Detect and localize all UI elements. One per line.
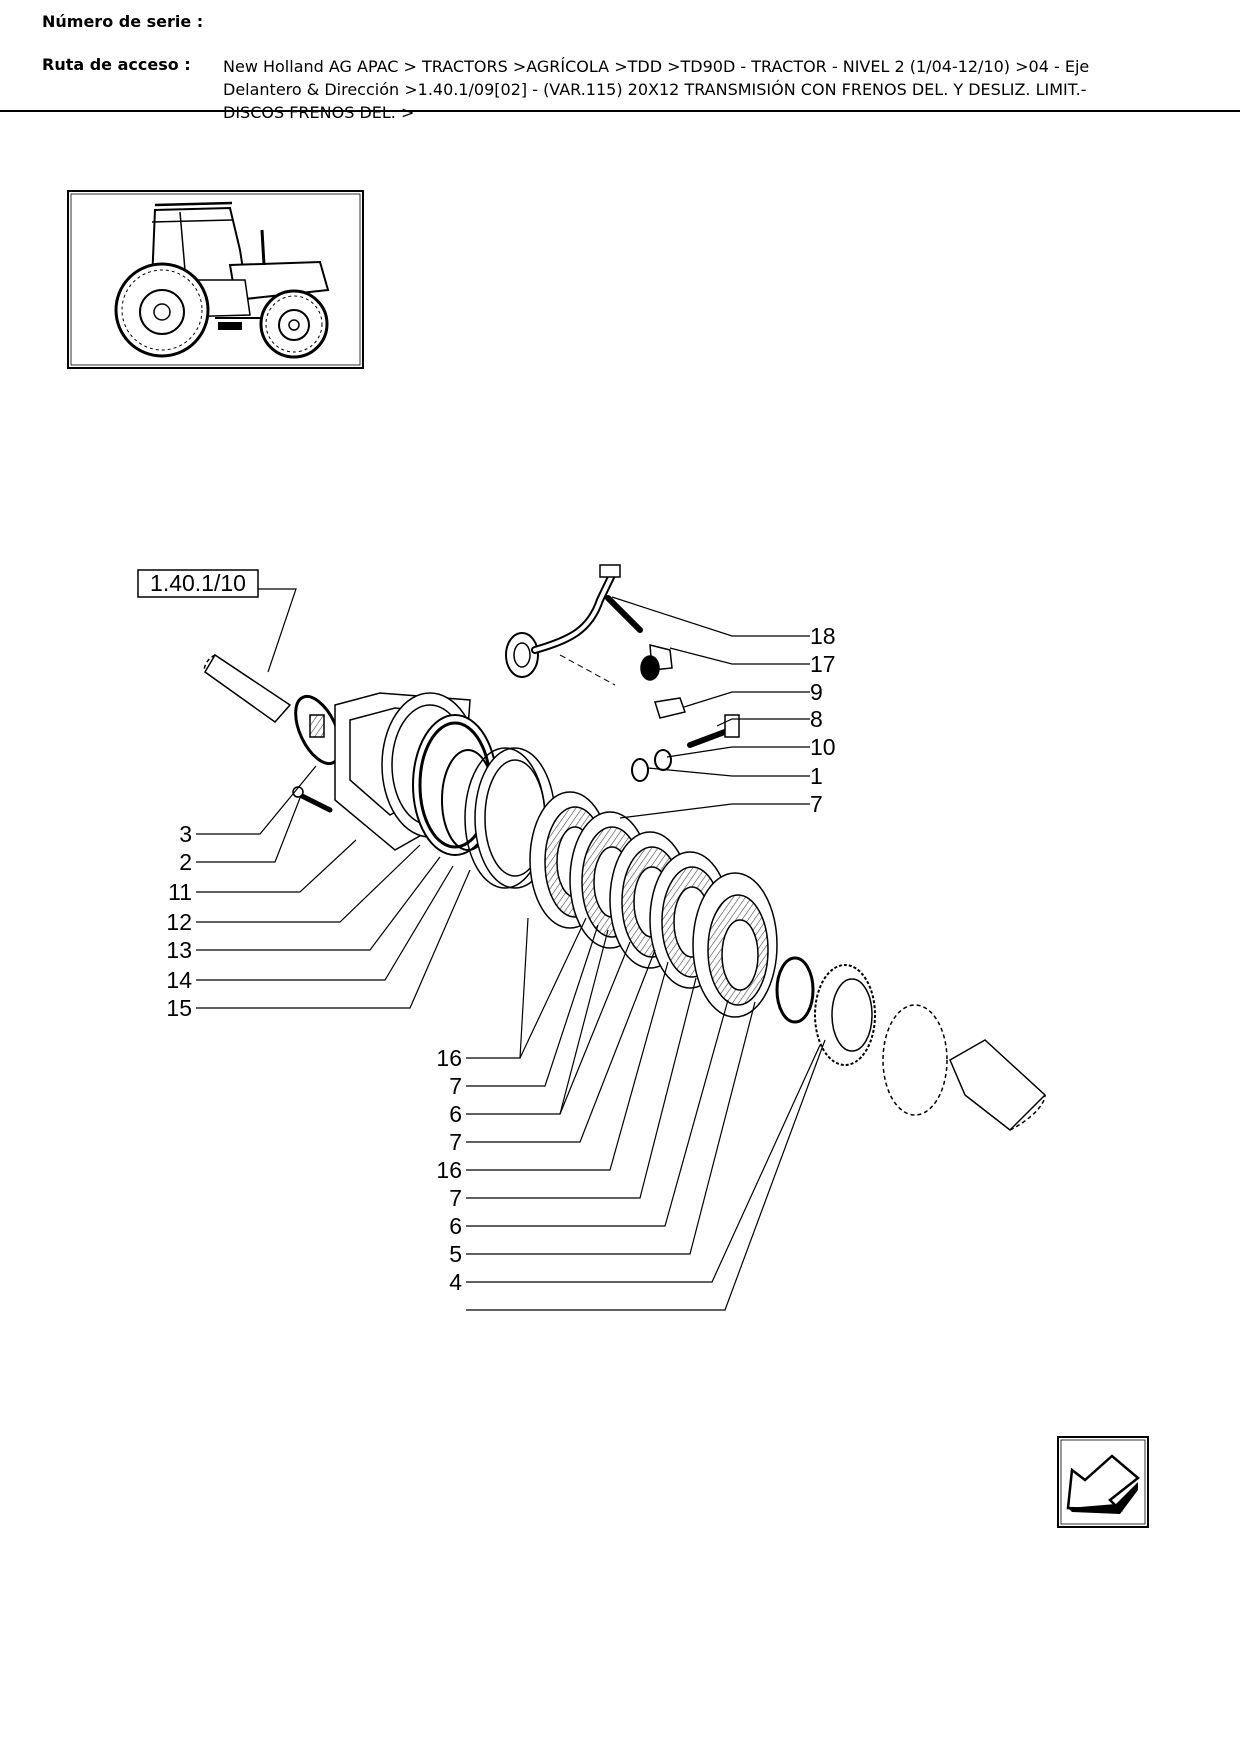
callout-6-a: 6 <box>449 1101 462 1127</box>
callout-14: 14 <box>166 967 192 993</box>
callout-11: 11 <box>168 879 192 905</box>
callout-13: 13 <box>166 937 192 963</box>
back-arrow-icon[interactable] <box>1057 1436 1149 1528</box>
callout-3: 3 <box>179 821 192 847</box>
callouts-left: 3 2 11 12 13 14 15 <box>166 821 192 1021</box>
leader-lines <box>196 596 826 1311</box>
callout-2: 2 <box>179 849 192 875</box>
callout-12: 12 <box>166 909 192 935</box>
callout-9: 9 <box>810 679 823 705</box>
callout-7-c: 7 <box>449 1185 462 1211</box>
parts-drawing <box>203 564 1047 1131</box>
callouts-right: 18 17 9 8 10 1 7 <box>810 623 836 817</box>
tractor-thumbnail-icon <box>67 190 364 369</box>
callout-16-a: 16 <box>436 1045 462 1071</box>
callout-7-a: 7 <box>449 1073 462 1099</box>
callouts-bottom: 16 7 6 7 16 7 6 5 4 <box>436 1045 462 1295</box>
callout-6-b: 6 <box>449 1213 462 1239</box>
callout-17: 17 <box>810 651 836 677</box>
reference-box: 1.40.1/10 <box>137 569 297 673</box>
callout-16-b: 16 <box>436 1157 462 1183</box>
callout-5: 5 <box>449 1241 462 1267</box>
callout-1: 1 <box>810 763 823 789</box>
reference-box-label: 1.40.1/10 <box>150 570 246 596</box>
callout-15: 15 <box>166 995 192 1021</box>
callout-4: 4 <box>449 1269 462 1295</box>
serial-number-label: Número de serie : <box>42 12 204 31</box>
callout-10: 10 <box>810 734 836 760</box>
callout-18: 18 <box>810 623 836 649</box>
callout-7-b: 7 <box>449 1129 462 1155</box>
access-path-breadcrumb: New Holland AG APAC > TRACTORS >AGRÍCOLA… <box>223 57 1090 122</box>
header-divider <box>0 110 1240 112</box>
callout-8: 8 <box>810 706 823 732</box>
callout-7-top: 7 <box>810 791 823 817</box>
access-path-label: Ruta de acceso : <box>42 55 191 74</box>
